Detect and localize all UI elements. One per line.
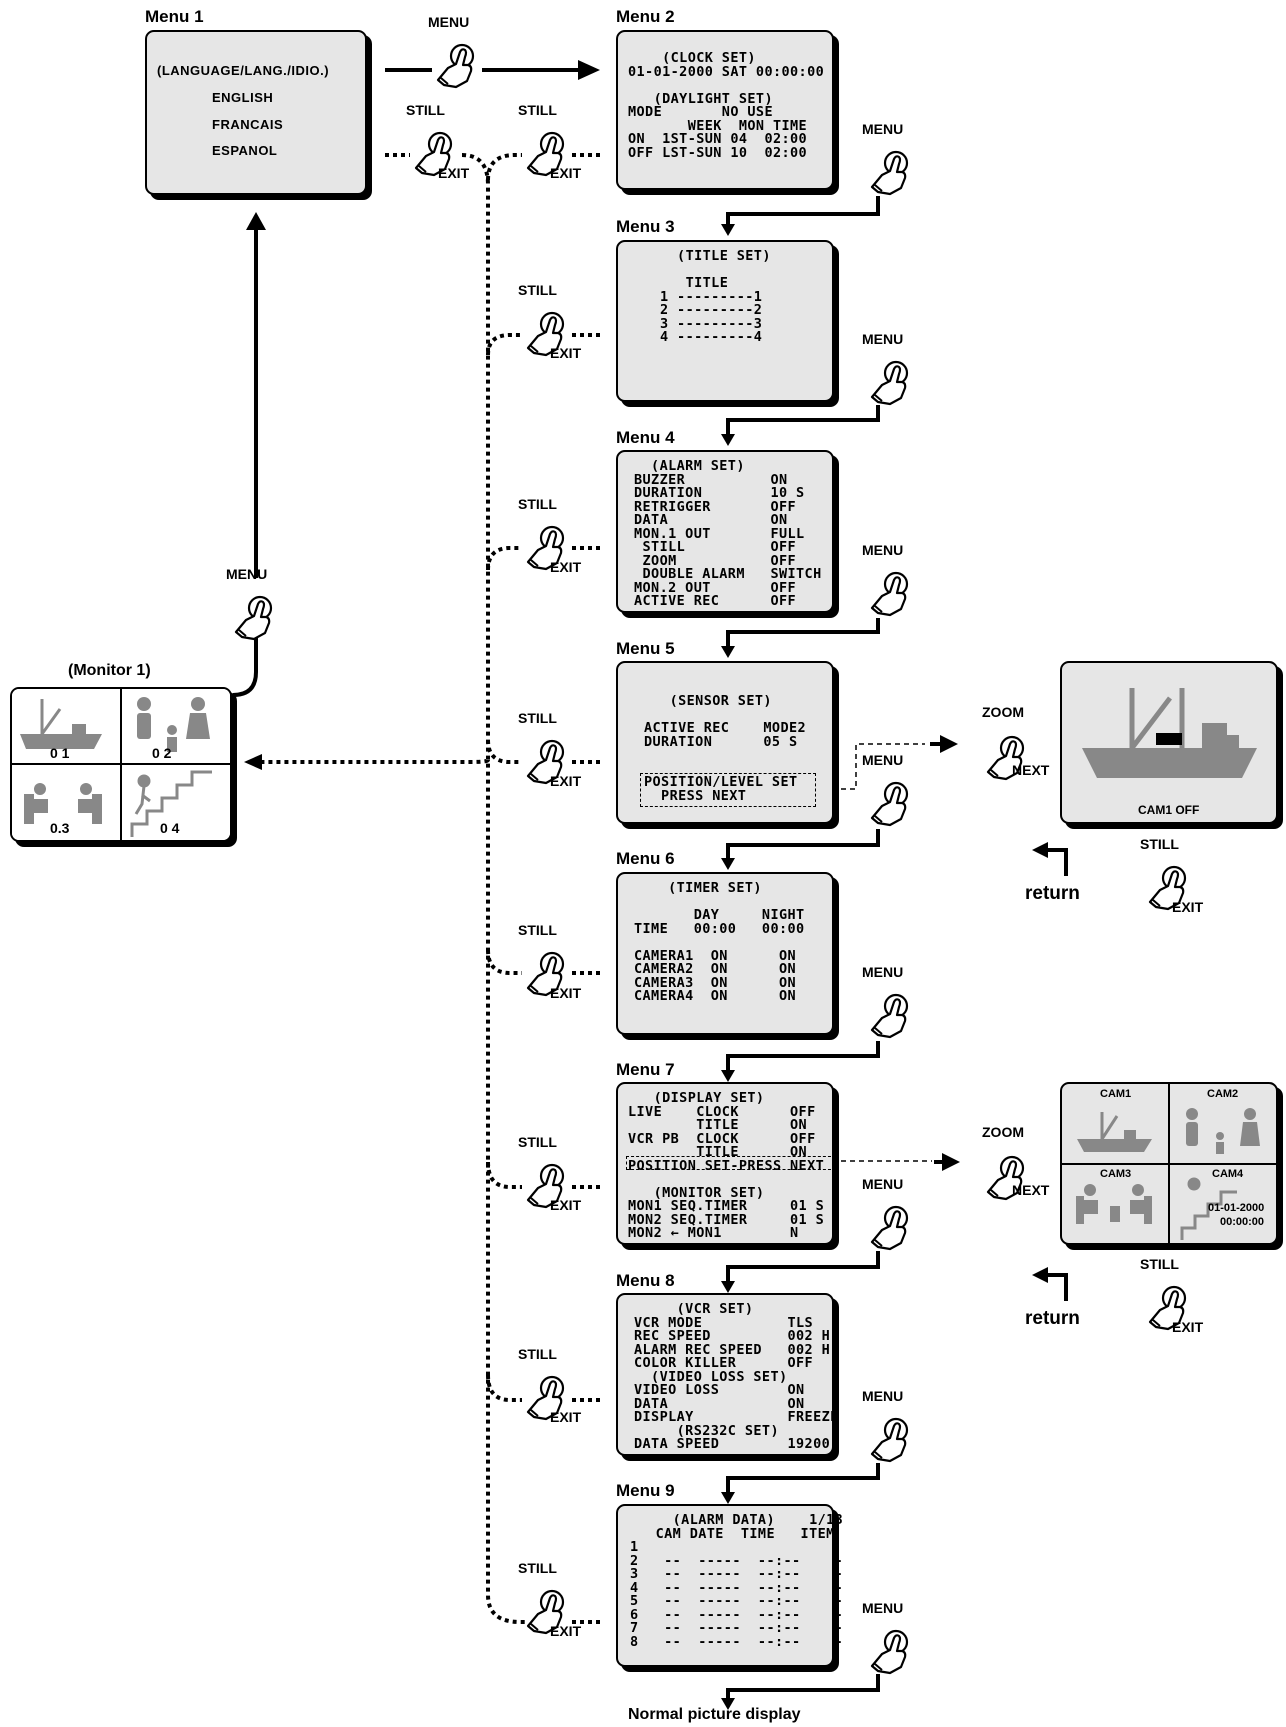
channel-4-label: 0 4 (160, 820, 179, 836)
quad-cam4-label: CAM4 (1212, 1168, 1243, 1180)
still-button-label: STILL (1140, 836, 1179, 852)
monitor-quad-view (12, 689, 230, 840)
normal-picture-label: Normal picture display (628, 1706, 801, 1724)
exit-label: EXIT (550, 1197, 581, 1213)
exit-label: EXIT (1172, 1319, 1203, 1335)
return-label-2: return (1025, 1308, 1080, 1330)
zoom-screen: CAM1 OFF (1060, 661, 1278, 824)
still-button-label: STILL (1140, 1256, 1179, 1272)
menu-button-icon[interactable] (868, 990, 914, 1040)
menu6-content: (TIMER SET) DAY NIGHT TIME 00:00 00:00 C… (634, 882, 805, 1004)
menu1-option-espanol[interactable]: ESPANOL (212, 143, 277, 158)
exit-label: EXIT (550, 559, 581, 575)
menu4-content: (ALARM SET) BUZZER ON DURATION 10 S RETR… (634, 460, 822, 609)
menu5-screen: (SENSOR SET) ACTIVE REC MODE2 DURATION 0… (616, 661, 834, 824)
menu-button-label: MENU (862, 964, 903, 980)
channel-2-label: 0 2 (152, 745, 171, 761)
menu3-content: (TITLE SET) TITLE 1 ---------1 2 -------… (660, 250, 771, 345)
still-button-label: STILL (518, 710, 557, 726)
still-button-label: STILL (518, 496, 557, 512)
menu9-screen: (ALARM DATA) 1/13 CAM DATE TIME ITEM 1 2… (616, 1504, 834, 1667)
exit-label: EXIT (550, 985, 581, 1001)
menu8-screen: (VCR SET) VCR MODE TLS REC SPEED 002 H A… (616, 1293, 834, 1456)
menu-button-label: MENU (428, 14, 469, 30)
next-label: NEXT (1012, 1182, 1049, 1198)
zoom-button-label: ZOOM (982, 1124, 1024, 1140)
menu-button-icon[interactable] (868, 778, 914, 828)
zoom-caption: CAM1 OFF (1138, 803, 1199, 817)
next-label: NEXT (1012, 762, 1049, 778)
menu-button-label: MENU (862, 752, 903, 768)
menu8-content: (VCR SET) VCR MODE TLS REC SPEED 002 H A… (634, 1303, 839, 1452)
channel-3-label: 0.3 (50, 820, 69, 836)
menu5-title: Menu 5 (616, 639, 675, 659)
exit-label: EXIT (550, 345, 581, 361)
menu-button-icon[interactable] (868, 357, 914, 407)
quad-cam2-label: CAM2 (1207, 1088, 1238, 1100)
menu1-title: Menu 1 (145, 7, 204, 27)
exit-label: EXIT (1172, 899, 1203, 915)
exit-label: EXIT (550, 1623, 581, 1639)
menu7-position-box[interactable] (626, 1156, 836, 1170)
menu2-title: Menu 2 (616, 7, 675, 27)
menu7-screen: (DISPLAY SET) LIVE CLOCK OFF TITLE ON VC… (616, 1082, 834, 1245)
quad-date: 01-01-2000 (1208, 1202, 1264, 1214)
menu3-title: Menu 3 (616, 217, 675, 237)
quad-screen: CAM1 CAM2 CAM3 CAM4 01-01-2000 00:00:00 (1060, 1082, 1278, 1245)
menu-button-label: MENU (862, 121, 903, 137)
menu1-option-english[interactable]: ENGLISH (212, 90, 273, 105)
exit-label: EXIT (550, 773, 581, 789)
menu-button-icon[interactable] (232, 592, 278, 642)
exit-label: EXIT (550, 165, 581, 181)
menu9-title: Menu 9 (616, 1481, 675, 1501)
exit-label: EXIT (550, 1409, 581, 1425)
menu1-header: (LANGUAGE/LANG./IDIO.) (157, 63, 329, 78)
menu-button-label: MENU (862, 1176, 903, 1192)
menu-button-icon[interactable] (868, 1626, 914, 1676)
still-button-label: STILL (518, 1134, 557, 1150)
menu6-screen: (TIMER SET) DAY NIGHT TIME 00:00 00:00 C… (616, 872, 834, 1035)
menu4-title: Menu 4 (616, 428, 675, 448)
quad-cam1-label: CAM1 (1100, 1088, 1131, 1100)
still-button-label: STILL (518, 922, 557, 938)
monitor-screen: 0 1 0 2 0.3 0 4 (10, 687, 232, 842)
menu-button-icon[interactable] (434, 40, 480, 90)
menu1-screen: (LANGUAGE/LANG./IDIO.) ENGLISH FRANCAIS … (145, 30, 367, 195)
menu-button-icon[interactable] (868, 568, 914, 618)
exit-label: EXIT (438, 165, 469, 181)
still-button-label: STILL (518, 282, 557, 298)
menu8-title: Menu 8 (616, 1271, 675, 1291)
return-label-1: return (1025, 883, 1080, 905)
menu-button-icon[interactable] (868, 147, 914, 197)
zoom-button-label: ZOOM (982, 704, 1024, 720)
menu2-content: (CLOCK SET) 01-01-2000 SAT 00:00:00 (DAY… (628, 52, 824, 160)
menu9-content: (ALARM DATA) 1/13 CAM DATE TIME ITEM 1 2… (630, 1514, 843, 1649)
menu7-title: Menu 7 (616, 1060, 675, 1080)
channel-1-label: 0 1 (50, 745, 69, 761)
menu5-position-box[interactable] (640, 773, 816, 807)
still-button-label: STILL (406, 102, 445, 118)
quad-cam3-label: CAM3 (1100, 1168, 1131, 1180)
quad-time: 00:00:00 (1220, 1216, 1264, 1228)
menu4-screen: (ALARM SET) BUZZER ON DURATION 10 S RETR… (616, 450, 834, 613)
menu-button-label: MENU (862, 331, 903, 347)
menu3-screen: (TITLE SET) TITLE 1 ---------1 2 -------… (616, 240, 834, 402)
menu1-option-francais[interactable]: FRANCAIS (212, 117, 283, 132)
still-button-label: STILL (518, 1346, 557, 1362)
menu-button-label: MENU (862, 1600, 903, 1616)
menu-button-label: MENU (862, 542, 903, 558)
zoomed-ship-icon (1062, 663, 1276, 822)
monitor-title: (Monitor 1) (68, 662, 151, 680)
menu-button-label: MENU (862, 1388, 903, 1404)
menu2-screen: (CLOCK SET) 01-01-2000 SAT 00:00:00 (DAY… (616, 30, 834, 190)
still-button-label: STILL (518, 1560, 557, 1576)
menu-button-icon[interactable] (868, 1414, 914, 1464)
still-button-label: STILL (518, 102, 557, 118)
menu-button-label: MENU (226, 566, 267, 582)
menu-button-icon[interactable] (868, 1202, 914, 1252)
menu6-title: Menu 6 (616, 849, 675, 869)
